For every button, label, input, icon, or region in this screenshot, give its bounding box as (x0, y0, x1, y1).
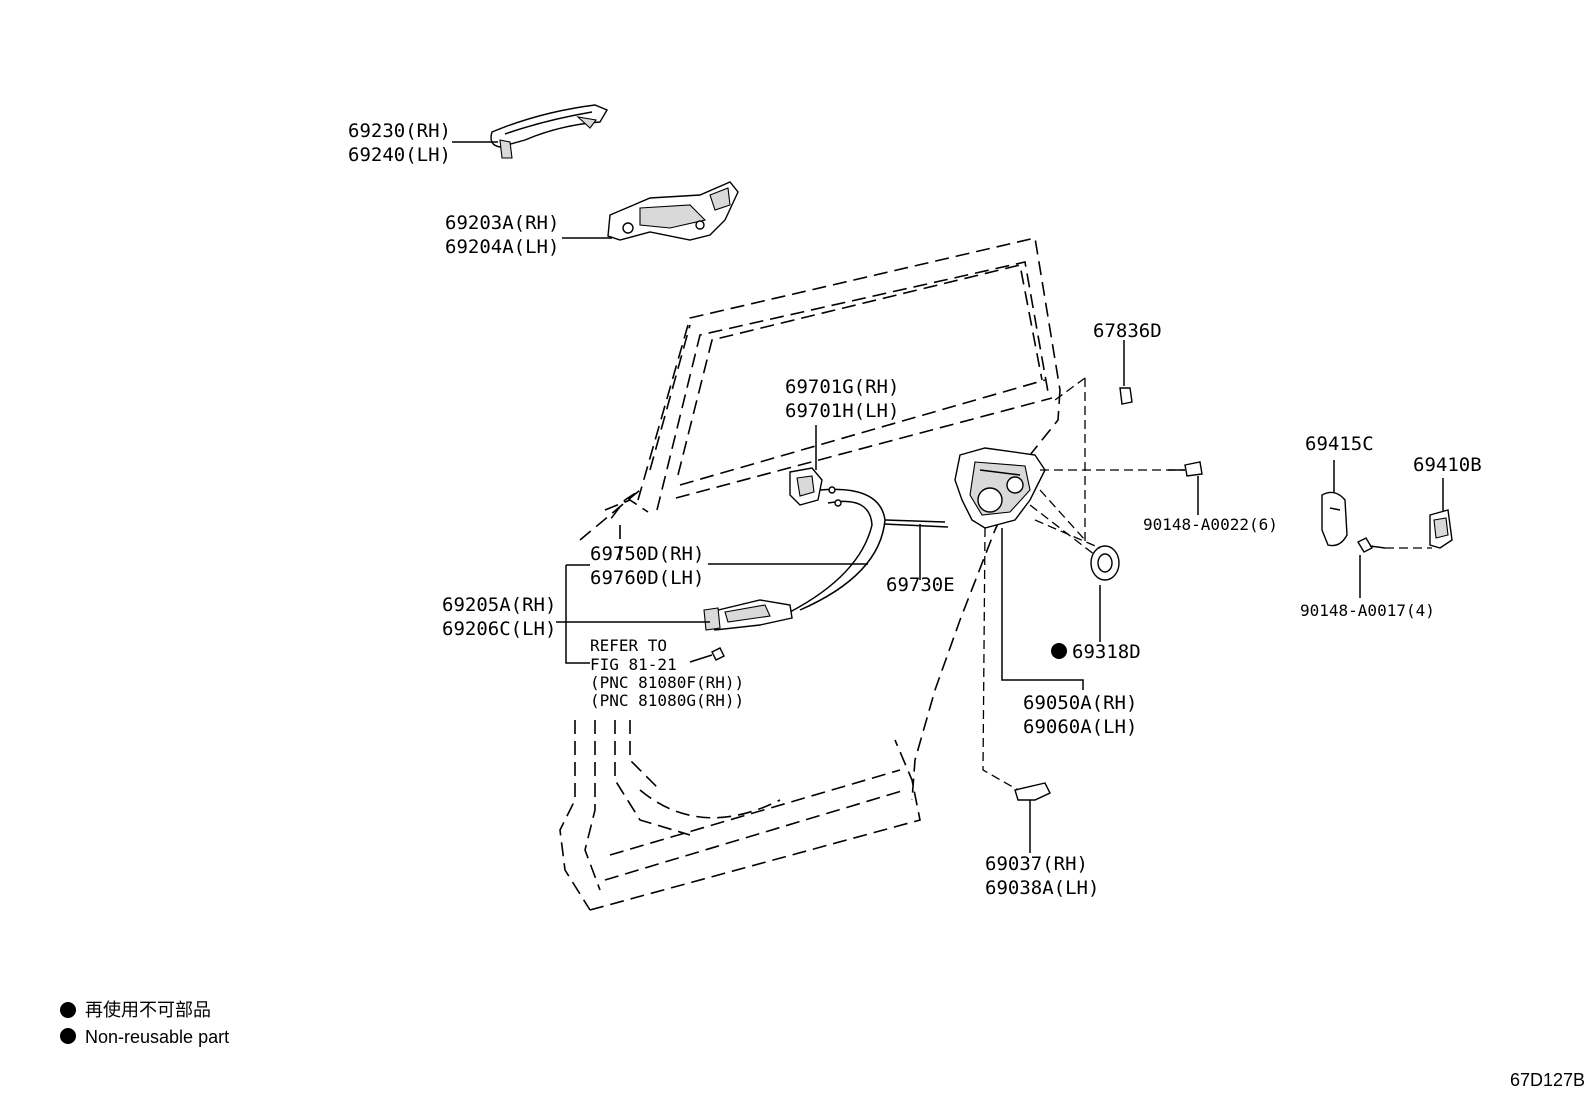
label-69240: 69240(LH) (348, 144, 451, 166)
legend-dot-ja-icon (60, 1002, 76, 1018)
refer-line-1: REFER TO (590, 636, 667, 655)
label-69701h: 69701H(LH) (785, 400, 899, 422)
label-69410: 69410B (1413, 454, 1482, 476)
figure-code: 67D127B (1510, 1070, 1585, 1090)
bolt-90148-a0022-part (1168, 461, 1203, 477)
cover-69415c-part (1321, 491, 1348, 547)
cable-bracket-part (789, 467, 823, 506)
door-outline (559, 237, 1061, 911)
door-lock-assembly-part (954, 447, 1046, 529)
label-69230: 69230(RH) (348, 120, 451, 142)
lock-cover-69037-part (1014, 782, 1051, 801)
outside-handle-part (490, 104, 609, 159)
label-69060: 69060A(LH) (1023, 716, 1137, 738)
leader-lines (452, 141, 1444, 853)
part-labels: 69230(RH) 69240(LH) 69203A(RH) 69204A(LH… (348, 120, 1482, 899)
handle-frame-part (607, 181, 739, 241)
assembly-dashed-lines (982, 377, 1432, 791)
legend-en: Non-reusable part (85, 1027, 229, 1047)
label-69203: 69203A(RH) (445, 212, 559, 234)
refer-line-2: FIG 81-21 (590, 655, 677, 674)
label-69038: 69038A(LH) (985, 877, 1099, 899)
label-69037: 69037(RH) (985, 853, 1088, 875)
inside-handle-part (703, 599, 793, 631)
legend: 再使用不可部品 Non-reusable part (60, 1000, 229, 1047)
refer-line-3: (PNC 81080F(RH)) (590, 673, 744, 692)
label-69760: 69760D(LH) (590, 567, 704, 589)
label-90148-a0022: 90148-A0022(6) (1143, 515, 1278, 534)
refer-line-4: (PNC 81080G(RH)) (590, 691, 744, 710)
label-69205: 69205A(RH) (442, 594, 556, 616)
label-69204: 69204A(LH) (445, 236, 559, 258)
non-reusable-marker-icon (1051, 643, 1067, 659)
label-69206: 69206C(LH) (442, 618, 556, 640)
label-69415: 69415C (1305, 433, 1374, 455)
label-69750: 69750D(RH) (590, 543, 704, 565)
seal-69318d-part (1090, 545, 1120, 581)
label-69730: 69730E (886, 574, 955, 596)
cables (789, 486, 949, 613)
cap-67836d-part (1119, 387, 1133, 405)
label-90148-a0017: 90148-A0017(4) (1300, 601, 1435, 620)
legend-dot-en-icon (60, 1028, 76, 1044)
label-69701g: 69701G(RH) (785, 376, 899, 398)
striker-69410b-part (1429, 509, 1453, 549)
label-69050: 69050A(RH) (1023, 692, 1137, 714)
small-clip-part (689, 647, 725, 663)
screw-90148-a0017-part (1357, 537, 1386, 553)
label-67836: 67836D (1093, 320, 1162, 342)
label-69318: 69318D (1072, 641, 1141, 663)
legend-ja: 再使用不可部品 (85, 1000, 211, 1020)
